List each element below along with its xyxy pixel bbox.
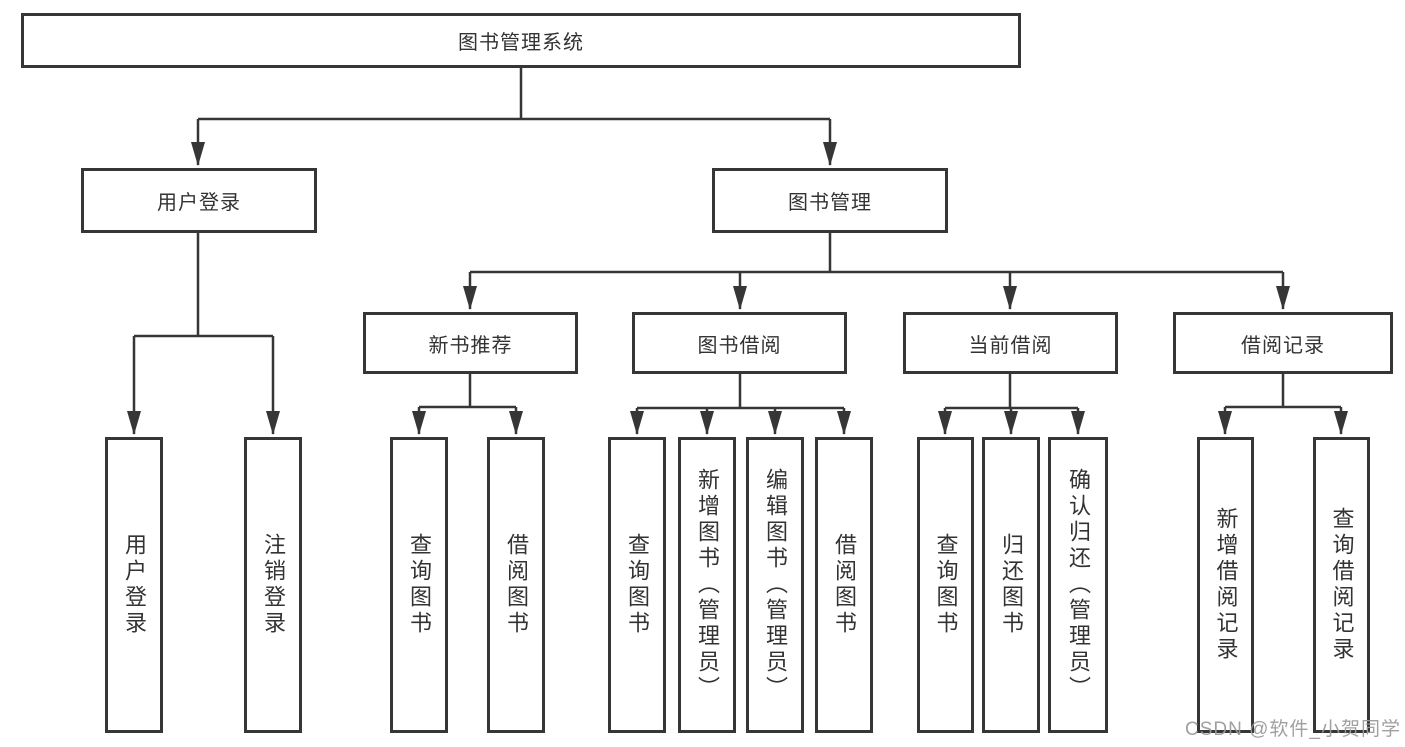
node-label: 用户登录 <box>122 533 147 637</box>
node-query-books-recommend: 查询图书 <box>390 437 448 733</box>
node-borrow-books-borrowing: 借阅图书 <box>815 437 873 733</box>
node-logout: 注销登录 <box>244 437 302 733</box>
node-label: 注销登录 <box>261 533 286 637</box>
node-label: 图书借阅 <box>697 334 782 357</box>
node-user-login-leaf: 用户登录 <box>105 437 163 733</box>
node-new-book-recommendation: 新书推荐 <box>363 312 578 374</box>
node-label: 新书推荐 <box>428 334 513 357</box>
node-query-borrow-record: 查询借阅记录 <box>1313 437 1370 733</box>
node-label: 借阅记录 <box>1241 334 1325 357</box>
csdn-watermark: CSDN @软件_小贺同学 <box>1185 719 1401 740</box>
node-query-books-borrowing: 查询图书 <box>608 437 666 733</box>
node-current-borrowing: 当前借阅 <box>903 312 1118 374</box>
node-book-borrowing: 图书借阅 <box>632 312 847 374</box>
node-label: 查询图书 <box>625 533 650 637</box>
node-label: 新增借阅记录 <box>1213 507 1239 663</box>
node-query-books-current: 查询图书 <box>917 437 974 733</box>
node-label: 确认归还（管理员） <box>1066 468 1091 702</box>
connector-trunk-lines <box>134 68 1341 410</box>
node-label: 新增图书（管理员） <box>695 468 720 702</box>
node-label: 图书管理系统 <box>458 32 584 54</box>
node-label: 编辑图书（管理员） <box>763 468 788 702</box>
node-label: 归还图书 <box>999 533 1024 637</box>
node-label: 查询图书 <box>933 533 959 637</box>
node-label: 图书管理 <box>788 192 872 214</box>
node-borrow-books-recommend: 借阅图书 <box>487 437 545 733</box>
node-add-borrow-record: 新增借阅记录 <box>1197 437 1254 733</box>
node-edit-book-admin: 编辑图书（管理员） <box>746 437 804 733</box>
node-library-management-system: 图书管理系统 <box>21 13 1021 68</box>
node-add-book-admin: 新增图书（管理员） <box>678 437 736 733</box>
node-confirm-return-admin: 确认归还（管理员） <box>1048 437 1108 733</box>
node-label: 借阅图书 <box>504 533 529 637</box>
node-user-login-branch: 用户登录 <box>81 168 317 233</box>
node-label: 当前借阅 <box>968 334 1053 357</box>
node-book-management-branch: 图书管理 <box>712 168 948 233</box>
node-label: 借阅图书 <box>832 533 857 637</box>
node-label: 查询图书 <box>407 533 432 637</box>
node-borrowing-records: 借阅记录 <box>1173 312 1393 374</box>
node-label: 查询借阅记录 <box>1329 507 1355 663</box>
node-label: 用户登录 <box>157 192 241 214</box>
node-return-books: 归还图书 <box>982 437 1040 733</box>
connector-arrow-lines <box>127 119 1348 435</box>
